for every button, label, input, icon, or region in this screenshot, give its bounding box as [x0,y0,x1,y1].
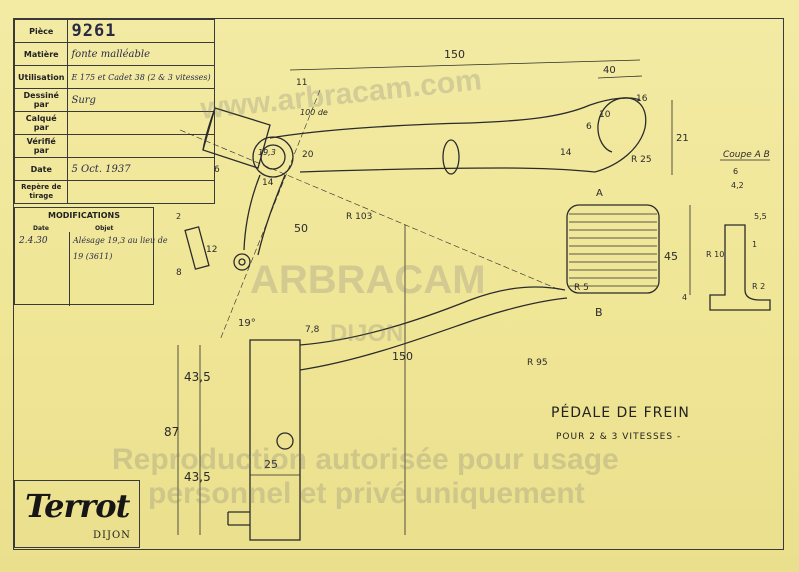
dim-7-8: 7,8 [305,325,320,335]
mods-entry-date: 2.4.30 [19,236,48,246]
verifie-label: Vérifié par [13,134,69,158]
dim-50: 50 [294,222,308,235]
dim-r10: R 10 [706,250,725,259]
arm-section [442,139,460,175]
drawing-frame [13,18,784,550]
drawing-title: PÉDALE DE FREIN [551,405,690,421]
watermark-brand: ARBRACAM [250,258,486,302]
bore-19-3: 19,3 [258,148,276,157]
dim-r95: R 95 [527,358,548,368]
sleeve [202,107,271,169]
dim-43-5-top: 43,5 [184,370,211,384]
dim-14b: 14 [560,148,572,158]
logo-wordmark: Terrot [25,487,130,525]
modifications-title: MODIFICATIONS [48,211,120,220]
dim-8: 8 [176,268,182,278]
arm-top-edge [269,97,641,139]
sleeve-edge [202,107,216,151]
utilisation-label: Utilisation [13,65,69,89]
section-ab [709,224,771,311]
dim-150-v: 150 [392,350,413,363]
matiere-label: Matière [13,42,69,66]
dim-25: 25 [264,458,278,471]
dim-43-5-bottom: 43,5 [184,470,211,484]
section-6: 6 [733,167,739,176]
utilisation-value: E 175 et Cadet 38 (2 & 3 vitesses) [67,65,215,89]
mods-entry-objet-1: Alésage 19,3 au lieu de [73,236,168,245]
shaft-hole [276,432,294,450]
repere-value [67,180,215,204]
row-matiere: Matière fonte malléable [13,42,215,66]
dim-6a: 6 [214,165,220,175]
modifications-box: MODIFICATIONS Date Objet 2.4.30 Alésage … [14,207,168,306]
lower-arm-2 [299,297,568,371]
drawing-subtitle: POUR 2 & 3 VITESSES - [556,432,682,442]
mods-entry-objet-2: 19 (3611) [73,252,113,261]
terrot-logo: Terrot DIJON [14,480,140,548]
dessine-label: Dessiné par [13,88,69,112]
shaft-body [249,339,301,541]
shaft-stub [227,511,250,526]
dim-100: 100 de [300,108,328,117]
dim-19deg: 19° [238,318,256,329]
dim-r2: R 2 [752,282,766,291]
mods-objet-header: Objet [95,225,114,232]
lever [243,174,286,256]
section-5-5: 5,5 [754,212,767,221]
verifie-value [67,134,215,158]
date-value: 5 Oct. 1937 [67,157,215,181]
dim-14a: 14 [262,178,274,188]
section-4: 4 [682,293,688,302]
dim-12: 12 [206,245,218,255]
date-label: Date [13,157,69,181]
dim-87: 87 [164,425,180,439]
dim-r25: R 25 [631,155,652,165]
dim-150-top: 150 [444,48,465,61]
dim-40: 40 [603,65,616,76]
dim-6b: 6 [586,122,592,132]
mods-divider [69,232,70,306]
mods-date-header: Date [33,225,49,232]
lever-eye-hole [238,258,246,266]
section-4-2: 4,2 [731,181,744,190]
row-utilisation: Utilisation E 175 et Cadet 38 (2 & 3 vit… [13,65,215,89]
pedal-pad [566,204,660,294]
arm-hook [594,97,647,173]
row-calque: Calqué par [13,111,215,135]
watermark-repro-2: personnel et privé uniquement [148,477,585,510]
dim-r5: R 5 [574,283,589,293]
row-verifie: Vérifié par [13,134,215,158]
dim-r16: 16 [636,94,648,104]
row-repere: Repère de tirage [13,180,215,204]
dim-11: 11 [296,78,308,88]
lever-eye [233,253,251,271]
section-1: 1 [752,240,758,249]
dim-r103: R 103 [346,212,373,222]
dimension-lines [177,59,770,535]
side-tab [184,226,210,270]
center-lines [179,89,561,341]
label-b: B [595,306,603,319]
dim-21: 21 [676,133,689,144]
dim-r2-side: 2 [176,212,182,221]
repere-label: Repère de tirage [13,180,69,204]
watermark-city: DIJON [330,320,404,347]
title-block: Pièce 9261 Matière fonte malléable Utili… [13,19,215,204]
dim-20: 20 [302,150,314,160]
pedal-pad-ribs [569,213,657,287]
label-a: A [596,188,603,199]
row-date: Date 5 Oct. 1937 [13,157,215,181]
watermark-repro-1: Reproduction autorisée pour usage [112,443,619,476]
logo-city: DIJON [93,530,131,541]
dim-45: 45 [664,250,678,263]
calque-label: Calqué par [13,111,69,135]
boss-outer [252,136,294,178]
row-dessine: Dessiné par Surg [13,88,215,112]
arm-bottom-edge [299,167,596,173]
dim-10: 10 [599,110,611,120]
section-label: Coupe A B [723,150,770,160]
lower-arm [299,286,566,346]
